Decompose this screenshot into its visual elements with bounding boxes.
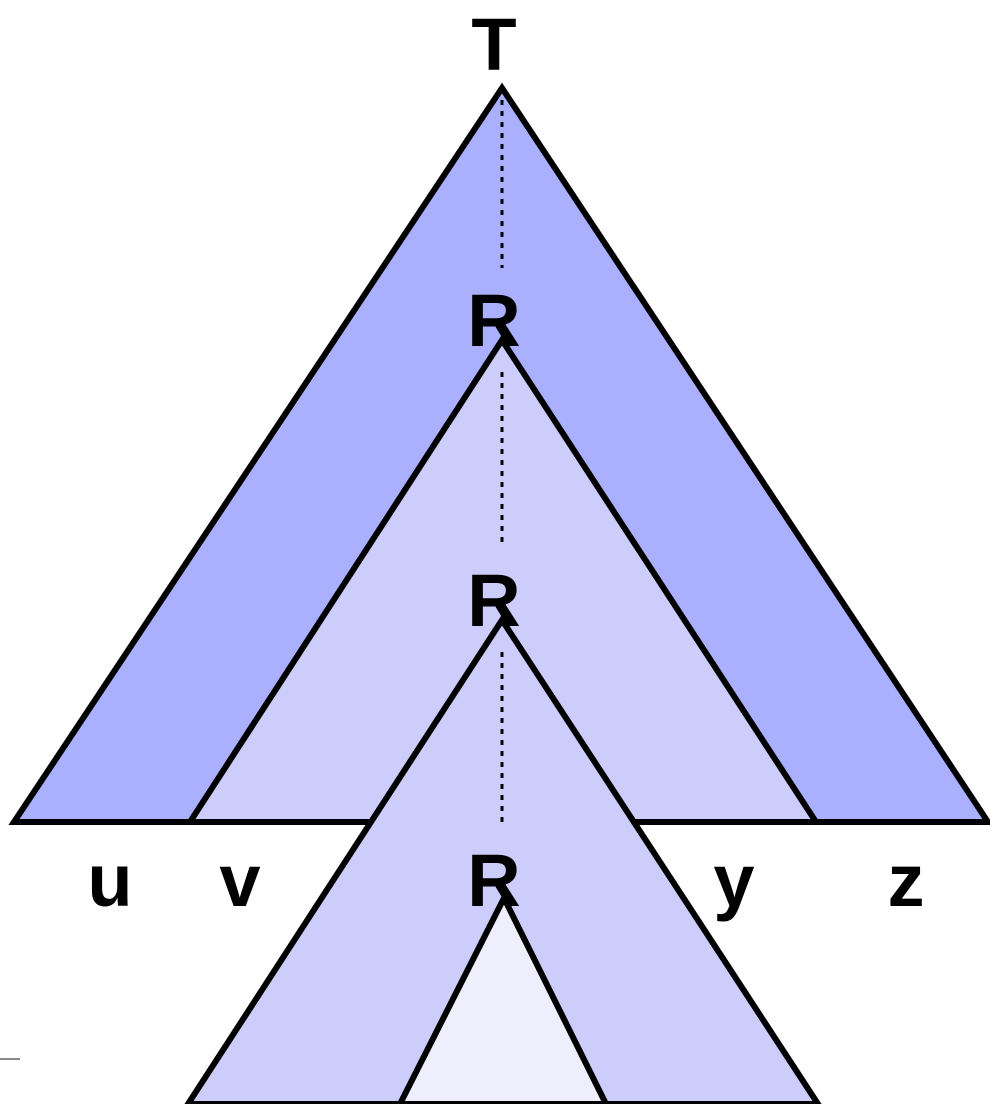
label-r-middle: R <box>467 559 520 642</box>
label-u: u <box>87 839 132 922</box>
label-v: v <box>219 839 260 922</box>
core-triangle <box>396 891 610 1104</box>
label-y: y <box>713 839 754 922</box>
label-z: z <box>888 839 925 922</box>
label-r-bottom: R <box>467 839 520 922</box>
inner-triangle-r <box>184 614 822 1104</box>
label-t: T <box>471 3 516 86</box>
label-r-top: R <box>467 279 520 362</box>
